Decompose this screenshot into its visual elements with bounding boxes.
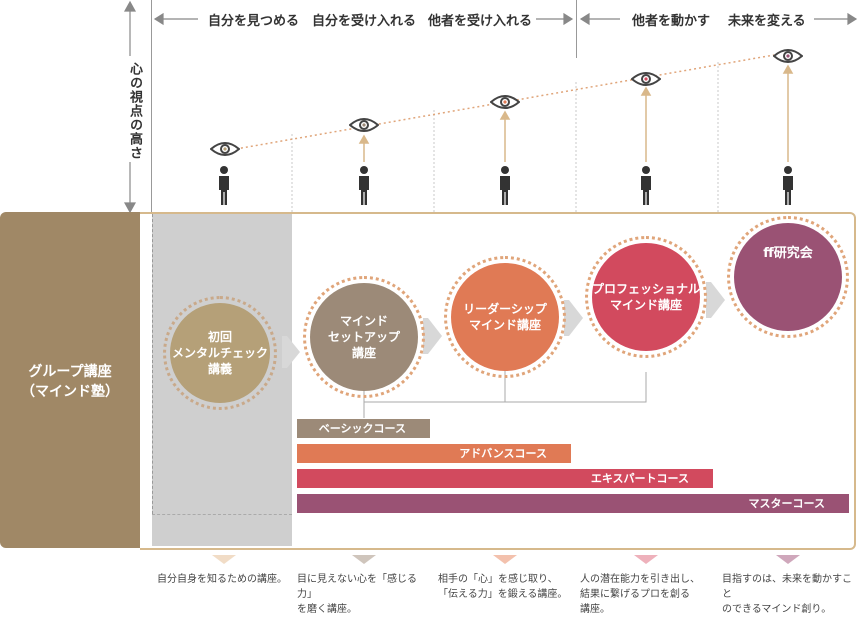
course-first-mental-check[interactable]: 初回メンタルチェック講義 <box>170 303 270 403</box>
course-ring <box>444 256 566 378</box>
gray-area-dashed-bottom <box>152 514 292 515</box>
pointer-triangle <box>776 555 800 564</box>
pointer-triangle <box>493 555 517 564</box>
stage-move-others: 他者を動かす <box>632 14 711 29</box>
stage-arrows <box>153 12 858 26</box>
stage-accept-others: 他者を受け入れる <box>428 14 533 29</box>
description-leadership: 相手の「心」を感じ取り、 「伝える力」を鍛える講座。 <box>438 574 568 600</box>
bar-basic-course[interactable]: ベーシックコース <box>297 419 430 438</box>
gray-area-dashed-border <box>152 214 153 514</box>
person-icon <box>219 166 229 205</box>
eye-icon <box>490 95 520 109</box>
pointer-triangle <box>212 555 236 564</box>
stage-know-self: 自分を見つめる <box>208 14 300 29</box>
course-ring <box>585 236 707 358</box>
axis-label: 心の視点の高さ <box>127 62 142 160</box>
bar-expert-course[interactable]: エキスパートコース <box>297 469 713 488</box>
group-course-panel <box>0 212 140 548</box>
person-icon <box>500 166 510 205</box>
pointer-triangle <box>352 555 376 564</box>
course-leadership-mind[interactable]: リーダーシップマインド講座 <box>451 263 559 371</box>
description-professional: 人の潜在能力を引き出し、 結果に繋げるプロを創る 講座。 <box>580 574 700 615</box>
course-ff-research[interactable]: ff研究会 <box>734 223 842 331</box>
description-first: 自分自身を知るための講座。 <box>157 574 287 585</box>
person-icon <box>359 166 369 205</box>
bar-advance-course[interactable]: アドバンスコース <box>297 444 571 463</box>
eye-icon <box>631 72 661 86</box>
top-divider-line <box>151 0 152 212</box>
person-icon <box>783 166 793 205</box>
course-ring <box>303 276 425 398</box>
course-ring <box>727 216 849 338</box>
axis-arrow <box>123 0 137 214</box>
pointer-triangle <box>634 555 658 564</box>
description-mind-setup: 目に見えない心を「感じる力」 を磨く講座。 <box>297 574 417 615</box>
description-ff-research: 目指すのは、未来を動かすこと のできるマインド創り。 <box>722 574 852 615</box>
course-professional-mind[interactable]: プロフェッショナルマインド講座 <box>592 243 700 351</box>
eye-icon <box>210 142 240 156</box>
course-mind-setup[interactable]: マインドセットアップ講座 <box>310 283 418 391</box>
bar-master-course[interactable]: マスターコース <box>297 494 849 513</box>
eye-icon <box>773 49 803 63</box>
group-course-label: グループ講座 （マインド塾） <box>21 364 119 400</box>
stage-accept-self: 自分を受け入れる <box>312 14 417 29</box>
stage-change-future: 未来を変える <box>728 14 806 29</box>
course-ring <box>163 296 277 410</box>
eye-icon <box>349 118 379 132</box>
person-icon <box>641 166 651 205</box>
stage-divider-line <box>576 0 577 58</box>
